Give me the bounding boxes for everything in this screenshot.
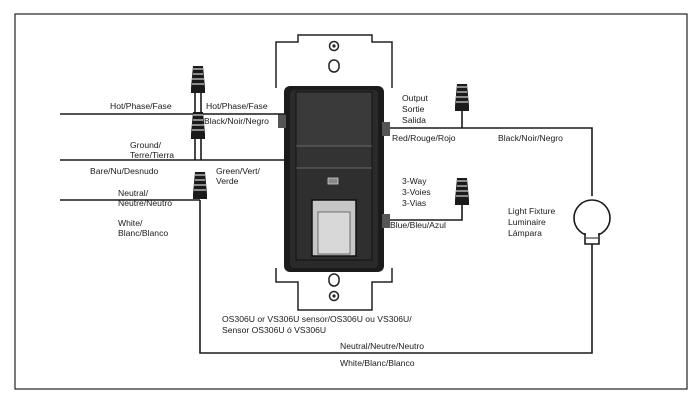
fixture-label: Luminaire <box>508 217 546 227</box>
bottom-mounting-strap <box>275 268 393 311</box>
three-way-label: 3-Way <box>402 176 427 186</box>
wire-nut-icon <box>193 172 207 199</box>
side-terminal <box>382 214 390 228</box>
sensor-lens <box>295 91 373 147</box>
white-bottom-label: White/Blanc/Blanco <box>340 358 415 368</box>
output-label: Sortie <box>402 104 425 114</box>
output-label: Salida <box>402 115 426 125</box>
side-terminal <box>382 122 390 136</box>
green-label: Verde <box>216 176 239 186</box>
sensor-caption: Sensor OS306U ó VS306U <box>222 325 326 335</box>
output-label: Output <box>402 93 428 103</box>
output-wire <box>390 127 593 196</box>
ground-label: Ground/ <box>130 140 162 150</box>
top-slot <box>328 59 340 73</box>
diagram-border <box>14 13 688 390</box>
three-way-label: 3-Vias <box>402 198 426 208</box>
light-bulb-icon <box>573 199 611 245</box>
black-top-label: Black/Noir/Negro <box>204 116 269 126</box>
bottom-slot <box>328 273 340 287</box>
indicator-led <box>327 177 339 185</box>
hot-left-label: Hot/Phase/Fase <box>110 101 172 111</box>
fixture-label: Lámpara <box>508 228 542 238</box>
three-way-label: 3-Voies <box>402 187 431 197</box>
neutral-wire <box>199 200 593 354</box>
fixture-label: Light Fixture <box>508 206 556 216</box>
sensor-caption: OS306U or VS306U sensor/OS306U ou VS306U… <box>222 314 412 324</box>
neutral-bottom-label: Neutral/Neutre/Neutro <box>340 341 424 351</box>
sensor-device <box>275 34 393 311</box>
bare-label: Bare/Nu/Desnudo <box>90 166 159 176</box>
white-label: White/ <box>118 218 143 228</box>
wire-nut-icon <box>191 112 205 160</box>
side-terminal <box>278 114 286 128</box>
neutral-label: Neutre/Neutro <box>118 198 172 208</box>
neutral-label: Neutral/ <box>118 188 149 198</box>
wire-nut-icon <box>191 66 205 114</box>
blue-label: Blue/Bleu/Azul <box>390 220 446 230</box>
red-label: Red/Rouge/Rojo <box>392 133 456 143</box>
green-label: Green/Vert/ <box>216 166 261 176</box>
hot-right-label: Hot/Phase/Fase <box>206 101 268 111</box>
wire-nut-icon <box>455 178 469 205</box>
white-label: Blanc/Blanco <box>118 228 168 238</box>
black-right-label: Black/Noir/Negro <box>498 133 563 143</box>
wire-nut-icon <box>455 84 469 111</box>
ground-label: Terre/Tierra <box>130 150 174 160</box>
